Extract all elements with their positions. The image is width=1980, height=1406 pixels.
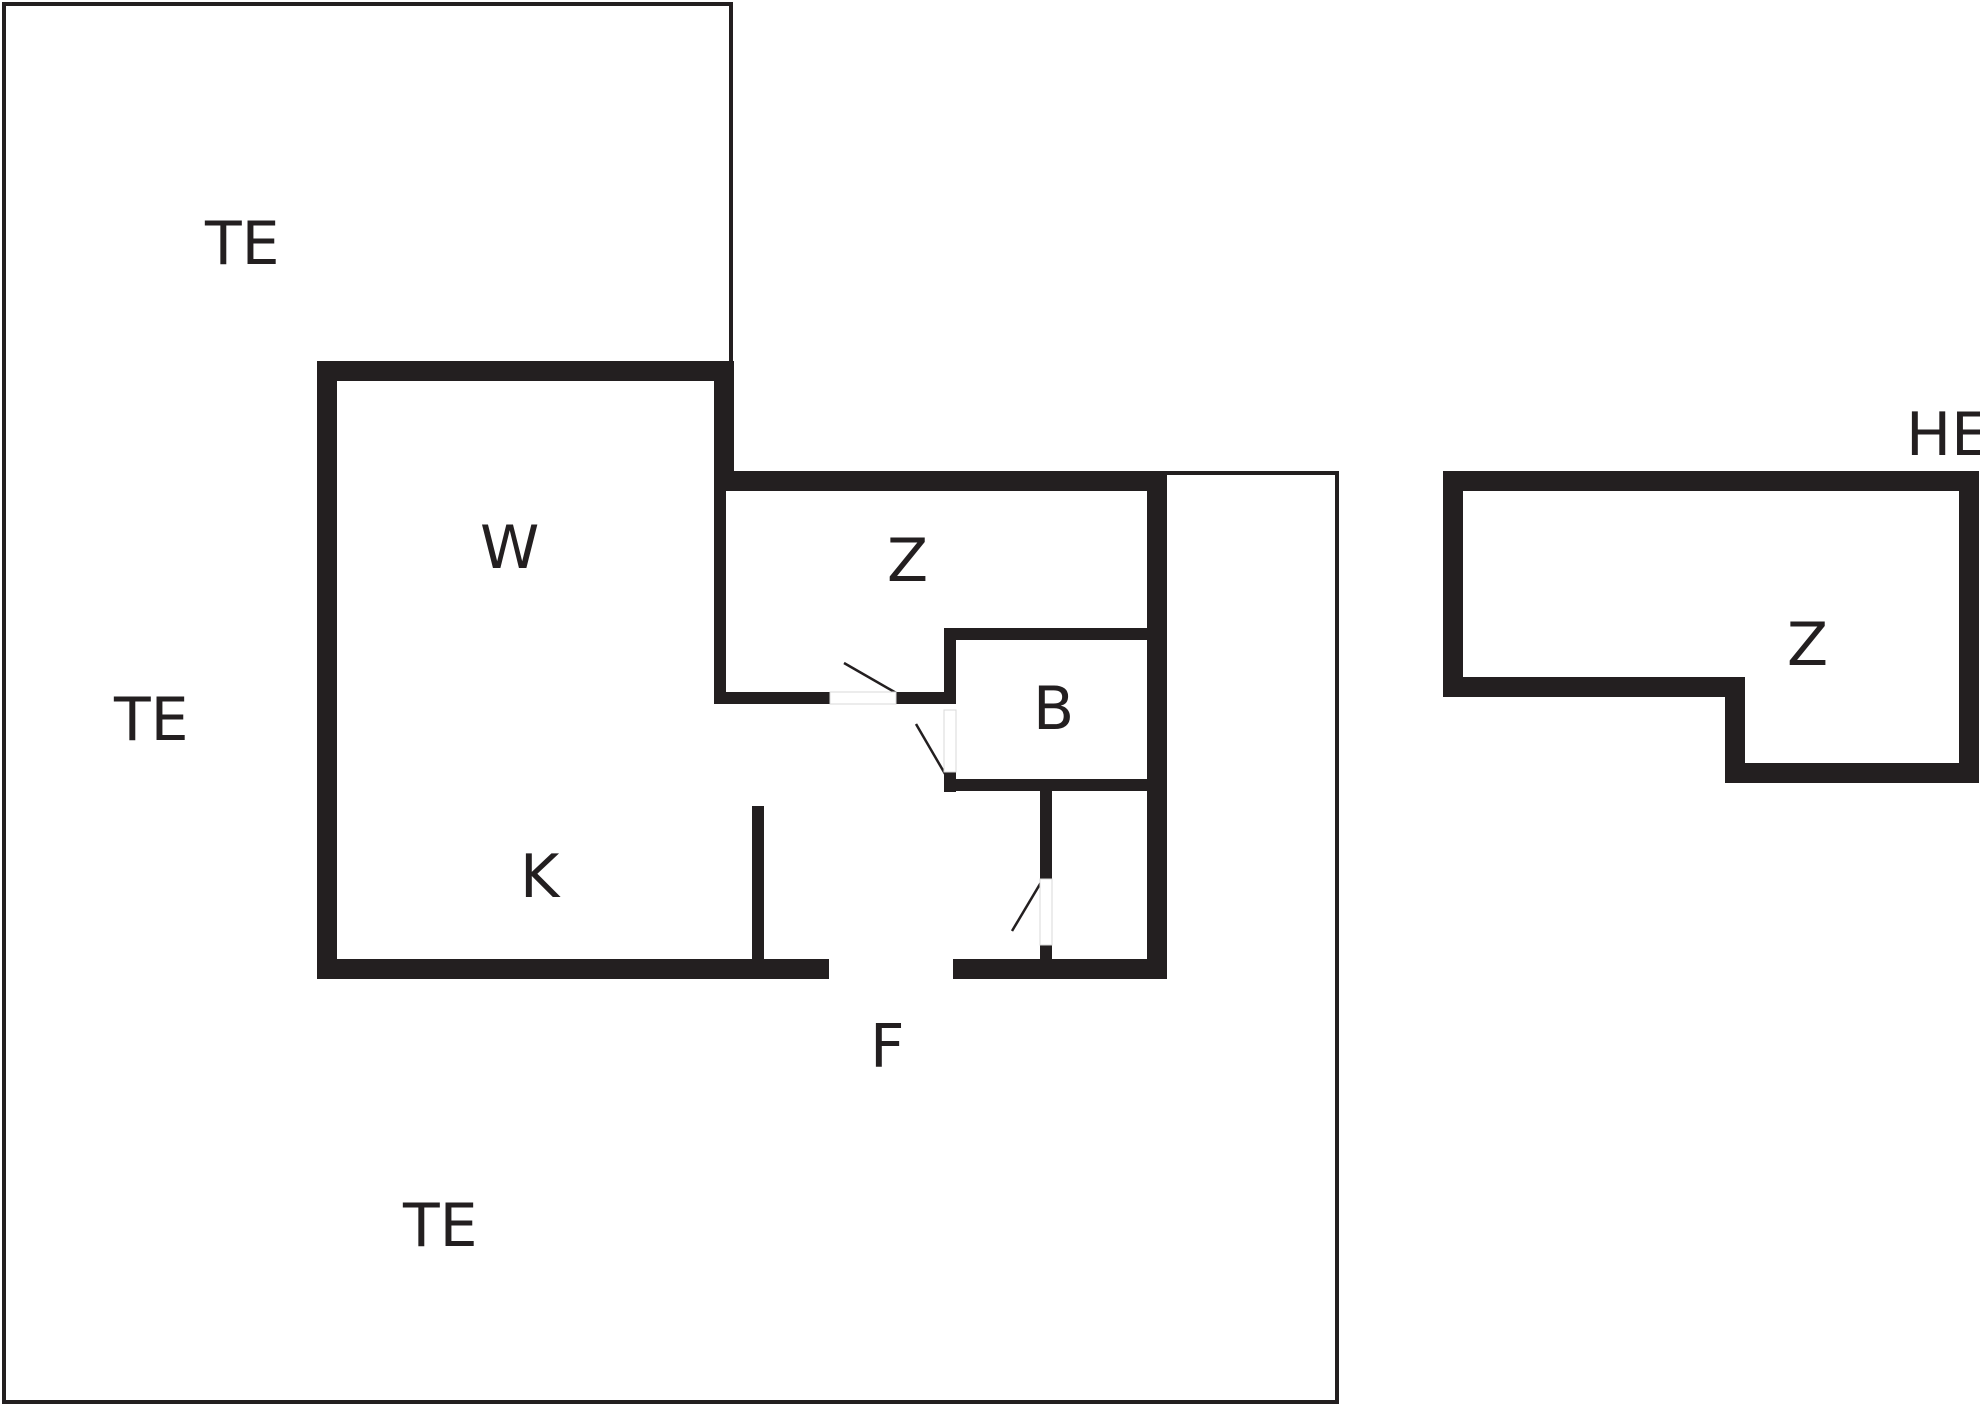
terrace-outline-left	[2, 2, 1339, 1404]
wall-bedroom-bottom-a	[714, 692, 830, 704]
wall-closet-left-lower	[1040, 945, 1052, 969]
door-closet-leaf	[1010, 878, 1045, 932]
label-terrace-top: TE	[204, 209, 280, 279]
wall-bottom-right	[953, 959, 1167, 979]
wall-kitchen-partition	[752, 806, 764, 969]
label-terrace-bottom: TE	[402, 1191, 478, 1261]
wall-closet-left	[1040, 779, 1052, 879]
wall-living-top	[317, 361, 734, 381]
wall-bath-top	[944, 628, 1147, 640]
door-bedroom-leaf	[843, 661, 899, 696]
wall-bedroom-left	[714, 471, 726, 704]
door-bathroom-leaf	[914, 723, 950, 780]
label-living-room: W	[480, 513, 539, 583]
wall-bedroom-top	[714, 471, 1167, 491]
door-bathroom-gap	[943, 709, 957, 773]
wall-living-left	[317, 361, 337, 979]
label-bedroom-main: Z	[887, 526, 928, 596]
label-hall: F	[870, 1012, 905, 1082]
label-kitchen: K	[520, 842, 561, 912]
terrace-outlines	[2, 2, 1339, 1404]
annex-walls	[1443, 471, 1979, 783]
door-closet-gap	[1039, 878, 1053, 946]
label-terrace-left: TE	[113, 685, 189, 755]
door-bedroom-gap	[829, 691, 897, 705]
wall-bath-left	[944, 628, 956, 694]
wall-living-right-upper	[714, 361, 734, 481]
main-walls	[317, 361, 1167, 979]
wall-block-right	[1147, 471, 1167, 979]
label-bathroom: B	[1033, 674, 1074, 744]
wall-bedroom-bottom-b	[896, 692, 956, 704]
label-bedroom-annex: Z	[1787, 610, 1828, 680]
doors	[829, 661, 1053, 946]
label-corner: HE	[1906, 400, 1980, 470]
wall-bottom-left	[317, 959, 829, 979]
